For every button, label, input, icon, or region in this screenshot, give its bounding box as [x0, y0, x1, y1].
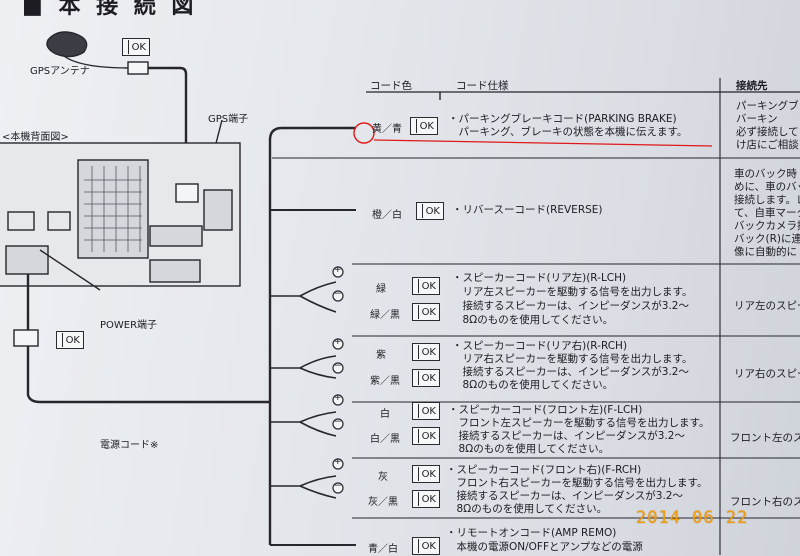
ok-checkbox: OK	[412, 427, 440, 445]
spec-line: ・スピーカーコード(リア左)(R-LCH)	[452, 272, 627, 284]
code-color: 緑	[376, 284, 386, 295]
code-color: 白／黒	[370, 434, 400, 445]
ok-checkbox: OK	[412, 277, 440, 295]
dest-line: リア右のスピー	[734, 368, 800, 380]
plus-sign: +	[334, 265, 342, 275]
code-color: 白	[380, 409, 390, 420]
power-terminal-label: POWER端子	[100, 320, 158, 331]
dest-line: 車のバック時	[734, 168, 797, 180]
spec-line: 8Ωのものを使用してください。	[452, 314, 614, 326]
spec-line: 8Ωのものを使用してください。	[448, 443, 610, 455]
ok-checkbox: OK	[412, 343, 440, 361]
dest-line: て、自車マーク	[734, 207, 800, 219]
dest-line: 必ず接続して	[736, 126, 799, 138]
dest-line: バックカメラ接	[734, 220, 800, 232]
page-title: ■ 本 接 続 図	[22, 0, 198, 19]
plus-sign: +	[334, 393, 342, 403]
dest-line: フロント右のスピ	[730, 496, 800, 508]
spec-line: 接続するスピーカーは、インピーダンスが3.2〜	[448, 430, 685, 442]
ok-checkbox: OK	[412, 537, 440, 555]
ok-checkbox: OK	[412, 369, 440, 387]
code-color: 紫／黒	[370, 376, 400, 387]
dest-line: け店にご相談	[736, 139, 799, 151]
spec-line: ・スピーカーコード(フロント右)(F-RCH)	[446, 464, 642, 476]
code-color: 灰	[378, 472, 388, 483]
spec-line: ・スピーカーコード(リア右)(R-RCH)	[452, 340, 628, 352]
plus-sign: +	[334, 457, 342, 467]
rear-view-label: <本機背面図>	[2, 132, 69, 143]
spec-line: ・リバースーコード(REVERSE)	[452, 204, 603, 216]
spec-line: 接続するスピーカーは、インピーダンスが3.2〜	[446, 490, 683, 502]
plus-sign: +	[334, 337, 342, 347]
code-color: 紫	[376, 350, 386, 361]
code-color: 緑／黒	[370, 310, 400, 321]
minus-sign: −	[334, 361, 342, 371]
code-color: 橙／白	[372, 210, 402, 221]
ok-checkbox: OK	[412, 402, 440, 420]
spec-line: 8Ωのものを使用してください。	[452, 379, 614, 391]
ok-checkbox: OK	[56, 331, 84, 349]
dest-line: 像に自動的に	[734, 246, 797, 258]
power-cord-label: 電源コード※	[100, 440, 159, 451]
ok-checkbox: OK	[122, 38, 150, 56]
code-color: 黄／青	[372, 124, 402, 135]
header-code-color: コード色	[370, 80, 412, 92]
ok-checkbox: OK	[412, 303, 440, 321]
spec-line: リア左スピーカーを駆動する信号を出力します。	[452, 286, 693, 298]
dest-line: パーキングブ	[736, 100, 799, 112]
dest-line: フロント左のスピ	[730, 432, 800, 444]
spec-line: リア右スピーカーを駆動する信号を出力します。	[452, 353, 693, 365]
spec-line: 8Ωのものを使用してください。	[446, 503, 608, 515]
spec-line: 接続するスピーカーは、インピーダンスが3.2〜	[452, 366, 689, 378]
dest-line: バック(R)に連	[734, 233, 800, 245]
spec-line: フロント右スピーカーを駆動する信号を出力します。	[446, 477, 708, 489]
spec-line: ・パーキングブレーキコード(PARKING BRAKE)	[448, 113, 677, 125]
dest-line: バーキン	[736, 113, 778, 125]
minus-sign: −	[334, 481, 342, 491]
minus-sign: −	[334, 417, 342, 427]
header-code-spec: コード仕様	[456, 80, 509, 92]
code-color: 灰／黒	[368, 497, 398, 508]
ok-checkbox: OK	[416, 202, 444, 220]
code-color: 青／白	[368, 544, 398, 555]
gps-antenna-label: GPSアンテナ	[30, 66, 90, 77]
spec-line: パーキング、ブレーキの状態を本機に伝えます。	[448, 126, 688, 138]
header-destination: 接続先	[736, 80, 768, 92]
gps-terminal-label: GPS端子	[208, 114, 249, 125]
spec-line: フロント左スピーカーを駆動する信号を出力します。	[448, 417, 710, 429]
spec-line: 接続するスピーカーは、インピーダンスが3.2〜	[452, 300, 689, 312]
date-stamp: 2014 06 22	[636, 508, 749, 528]
dest-line: リア左のスピー	[734, 300, 800, 312]
ok-checkbox: OK	[410, 117, 438, 135]
dest-line: めに、車のバッ	[734, 181, 800, 193]
spec-line: 本機の電源ON/OFFとアンプなどの電源	[446, 541, 643, 553]
ok-checkbox: OK	[412, 465, 440, 483]
spec-line: ・リモートオンコード(AMP REMO)	[446, 527, 617, 539]
dest-line: 接続します。レ	[734, 194, 800, 206]
spec-line: ・スピーカーコード(フロント左)(F-LCH)	[448, 404, 643, 416]
ok-checkbox: OK	[412, 490, 440, 508]
minus-sign: −	[334, 289, 342, 299]
